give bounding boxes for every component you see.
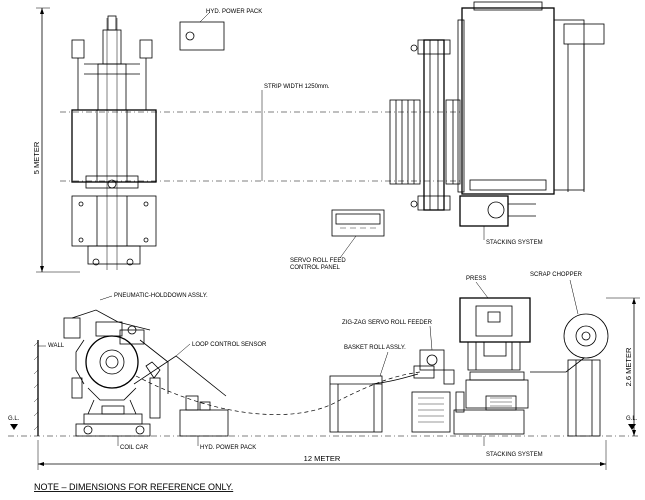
basket-roll-label: BASKET ROLL ASSLY. xyxy=(344,345,406,351)
press-label: PRESS xyxy=(466,276,486,282)
wall-label: WALL xyxy=(48,343,65,349)
gl-right-label: G.L. xyxy=(626,416,638,422)
dimension-2-6m: 2.6 METER xyxy=(606,297,640,436)
loop-control-label: LOOP CONTROL SENSOR xyxy=(192,342,267,348)
servo-panel-label-1: SERVO ROLL FEED xyxy=(290,258,346,264)
dimension-12m: 12 METER xyxy=(37,440,607,470)
strip-plan: STRIP WIDTH 1250mm. xyxy=(60,84,460,182)
strip-loop: LOOP CONTROL SENSOR xyxy=(133,342,421,415)
zigzag-feeder-label: ZIG-ZAG SERVO ROLL FEEDER xyxy=(342,320,433,326)
height-side-dimension: 2.6 METER xyxy=(624,347,633,386)
hyd-power-pack-top-label: HYD. POWER PACK xyxy=(206,9,262,15)
plan-view: 5 METER xyxy=(32,1,605,273)
dimension-5m: 5 METER xyxy=(32,7,80,273)
gl-right-marker: G.L. xyxy=(626,416,638,430)
press-elevation: PRESS xyxy=(455,276,531,413)
scrap-chopper-label: SCRAP CHOPPER xyxy=(530,272,583,278)
hyd-power-pack-elevation: HYD. POWER PACK xyxy=(179,395,256,451)
coil-car-label: COIL CAR xyxy=(120,445,149,451)
stacking-system-elevation: STACKING SYSTEM xyxy=(453,395,543,458)
reference-note: NOTE – DIMENSIONS FOR REFERENCE ONLY. xyxy=(34,482,233,492)
side-elevation: G.L. G.L. WALL xyxy=(8,272,640,470)
hyd-power-pack-bottom-label: HYD. POWER PACK xyxy=(200,445,256,451)
length-dimension: 12 METER xyxy=(304,454,341,463)
decoiler-plan xyxy=(71,15,157,270)
hyd-power-pack-plan: HYD. POWER PACK xyxy=(179,9,262,51)
decoiler-elevation: PNEUMATIC-HOLDDOWN ASSLY. COIL CAR xyxy=(63,293,208,451)
stacking-system-plan: STACKING SYSTEM xyxy=(459,195,543,246)
servo-control-panel: SERVO ROLL FEED CONTROL PANEL xyxy=(290,209,385,271)
stacking-system-bottom-label: STACKING SYSTEM xyxy=(486,452,543,458)
strip-width-label: STRIP WIDTH 1250mm. xyxy=(264,84,330,90)
press-plan xyxy=(457,1,605,195)
pneumatic-holddown-label: PNEUMATIC-HOLDDOWN ASSLY. xyxy=(114,293,208,299)
gl-left-label: G.L. xyxy=(8,416,20,422)
basket-roll-assembly: BASKET ROLL ASSLY. xyxy=(329,345,419,433)
height-top-dimension: 5 METER xyxy=(32,141,41,174)
stacking-system-top-label: STACKING SYSTEM xyxy=(486,240,543,246)
servo-panel-label-2: CONTROL PANEL xyxy=(290,265,341,271)
feeder-plan xyxy=(389,39,461,211)
zigzag-feeder: ZIG-ZAG SERVO ROLL FEEDER xyxy=(342,320,455,433)
scrap-chopper: SCRAP CHOPPER xyxy=(530,272,609,437)
wall: WALL xyxy=(33,340,65,436)
gl-left-marker: G.L. xyxy=(8,416,20,430)
